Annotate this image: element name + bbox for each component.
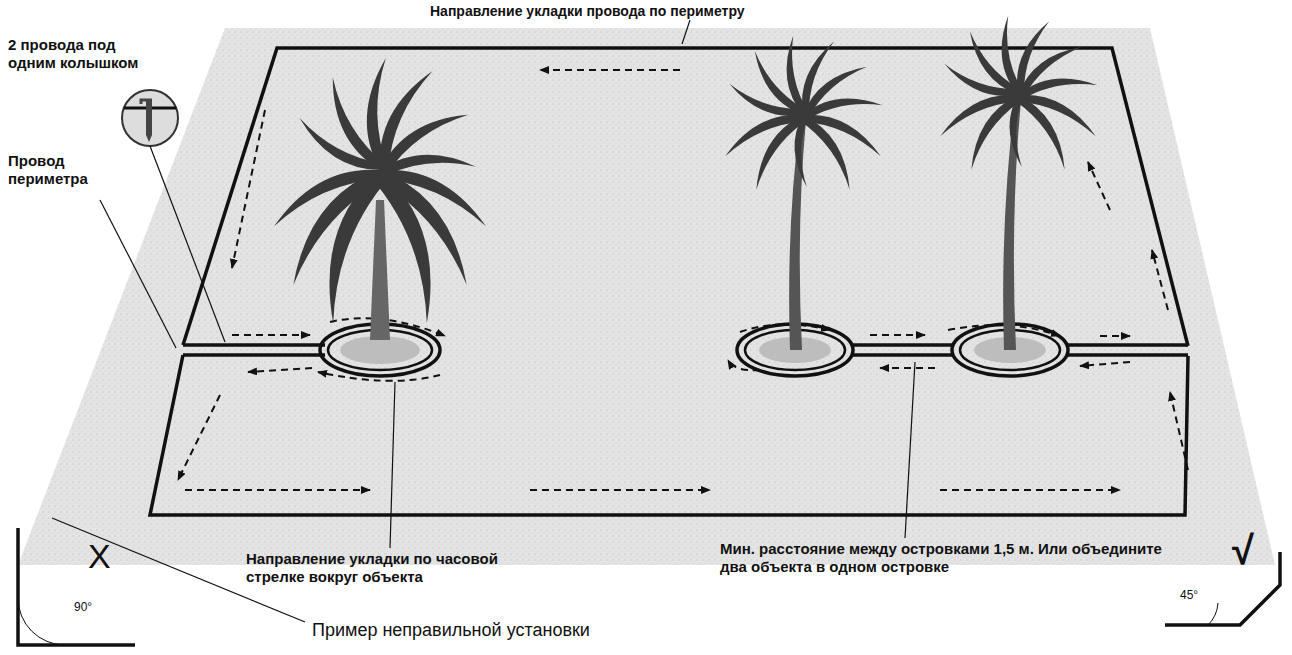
wrong-example-note: Пример неправильной установки (312, 620, 590, 642)
stake-detail (122, 90, 225, 342)
corner-symbol (18, 528, 1280, 645)
stake-note: 2 провода под одним колышком (8, 36, 158, 72)
direction-note: Направление укладки провода по периметру (430, 3, 745, 20)
wrong-mark: X (88, 536, 111, 577)
direction-arrow (178, 70, 1188, 490)
correct-mark: √ (1232, 526, 1254, 574)
palm-tree (265, 16, 1102, 350)
angle-label: 90° (74, 600, 92, 614)
clockwise-note: Направление укладки по часовой стрелке в… (246, 550, 526, 586)
perimeter-wire (150, 48, 1188, 515)
angle-label: 45° (1180, 588, 1198, 602)
wire-note: Провод периметра (8, 152, 118, 188)
leader-line (52, 20, 915, 622)
distance-note: Мин. расстояние между островками 1,5 м. … (720, 540, 1190, 576)
lawn (18, 28, 1275, 565)
